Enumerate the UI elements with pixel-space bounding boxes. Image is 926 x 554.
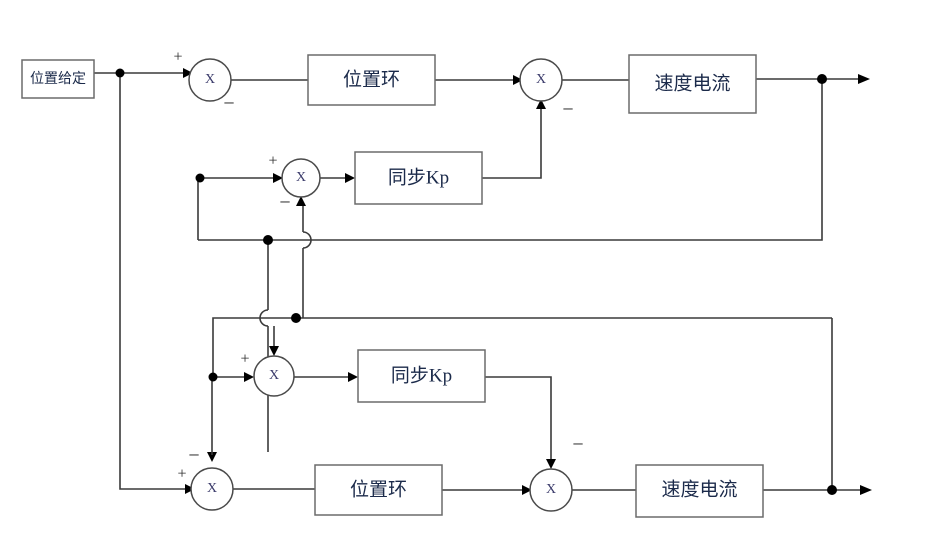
block-sync-kp-bottom: 同步Kp [357,349,486,403]
summing-junction-top-2-label: X [536,72,546,87]
sign-minus-bottom-1: − [188,445,199,467]
wire-kptop-to-sum2 [482,107,542,179]
summing-junction-kp-bottom-circle [253,355,295,397]
block-pos-loop-bottom-box [314,464,443,516]
block-pos-loop-bottom-label: 位置环 [350,478,407,500]
arrowhead-sum-kp-bottom-plus [244,372,254,382]
summing-junction-top-1-label: X [205,72,215,87]
sign-minus-bottom-2: − [572,434,583,456]
summing-junction-kp-top-label: X [296,170,306,185]
arrowhead-hop-down-end [207,452,217,462]
block-pos-loop-bottom: 位置环 [314,464,443,516]
block-vel-cur-top-label: 速度电流 [654,72,730,94]
wire-feedback-top-loop [198,79,823,241]
arrowhead-sum-kp-top-plus [273,173,283,183]
arrowhead-sum-kp-top-minus [296,196,306,206]
block-sync-kp-top-label: 同步Kp [388,166,449,188]
arrowhead-kp-top-block-in [345,173,355,183]
summing-junction-bottom-2: X − [529,434,584,512]
junction-dot-mid-upper [263,235,273,245]
wire-input-split-down [119,73,185,490]
input-source-label: 位置给定 [30,71,86,87]
summing-junction-bottom-1-label: X [207,481,217,496]
wire-feedback-top-riser [197,177,273,240]
block-vel-cur-bottom: 速度电流 [635,464,764,518]
block-sync-kp-bottom-label: 同步Kp [391,364,452,386]
block-vel-cur-top: 速度电流 [628,54,757,114]
summing-junction-kp-bottom-label: X [269,368,279,383]
summing-junction-top-1-circle [188,58,232,102]
summing-junction-bottom-2-label: X [546,482,556,497]
block-pos-loop-top: 位置环 [307,54,436,106]
arrowhead-output-bottom [860,485,872,495]
summing-junction-top-1: X + − [173,49,234,115]
summing-junction-kp-bottom: X + [240,351,295,397]
wire-kpbot-to-sum2bot [485,376,552,459]
junction-dot-kp-bottom-input [208,372,218,382]
summing-junction-kp-top: X + − [268,153,321,214]
summing-junction-bottom-2-circle [529,468,573,512]
sign-plus-bottom-1: + [177,466,186,483]
summing-junction-kp-top-circle [281,158,321,198]
block-pos-loop-top-label: 位置环 [343,68,400,90]
sign-minus-top-2: − [562,99,573,121]
arrowhead-sum-bot-2-minus [546,459,556,469]
summing-junction-top-2: X − [519,58,574,121]
summing-junction-bottom-1: X + − [177,445,234,511]
input-source-block: 位置给定 [21,59,95,99]
sign-plus-kp-bottom: + [240,351,249,368]
sign-minus-kp-top: − [279,192,290,214]
sign-plus-top-1: + [173,49,182,66]
arrowhead-sum-bot-2-in [522,485,532,495]
block-vel-cur-bottom-label: 速度电流 [661,478,737,500]
block-sync-kp-bottom-box [357,349,486,403]
block-vel-cur-top-box [628,54,757,114]
arrowhead-sum-kp-bottom-top [269,346,279,356]
summing-junction-top-2-circle [519,58,563,102]
junction-dot-bottom-output [827,485,837,495]
block-sync-kp-top: 同步Kp [354,151,483,205]
sign-plus-kp-top: + [268,153,277,170]
block-vel-cur-bottom-box [635,464,764,518]
arrowhead-output-top [858,74,870,84]
wire-lower-rail [212,317,832,377]
block-sync-kp-top-box [354,151,483,205]
junction-dot-top-output [817,74,827,84]
summing-junction-bottom-1-circle [190,467,234,511]
junction-dot-kp-top-input [195,173,205,183]
block-pos-loop-top-box [307,54,436,106]
input-source-box [21,59,95,99]
sign-minus-top-1: − [223,93,234,115]
junction-dot-input-split [115,68,125,78]
arrowhead-sum-top-2-in [513,75,523,85]
junction-dot-mid-lower [291,313,301,323]
arrowhead-kp-bottom-block-in [348,372,358,382]
arrowhead-sum-bot-1-in [185,484,195,494]
arrowhead-sum-top-1-in [183,68,193,78]
arrowhead-sum-top-2-minus [536,99,546,109]
hop-upper-arc [302,231,312,249]
